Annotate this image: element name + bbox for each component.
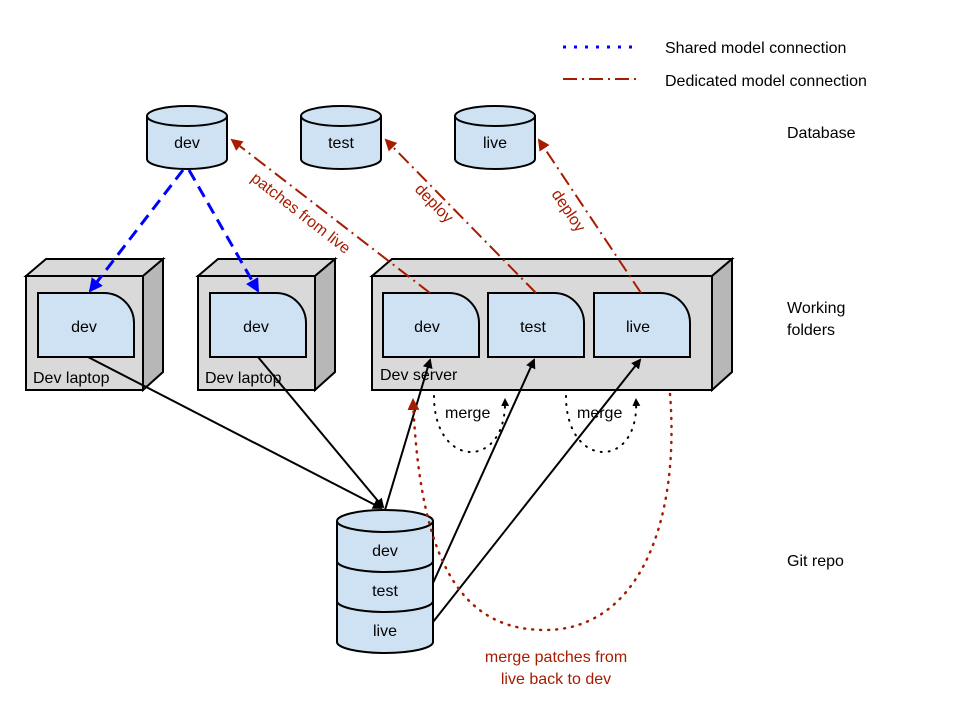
database-dev-label: dev [174, 135, 200, 152]
merge-arc-test-to-live [565, 395, 641, 453]
dedicated-connection-deploy-live [537, 138, 642, 294]
pull-dev-to-server [384, 358, 433, 511]
git-branch-dev[interactable]: dev [372, 543, 398, 560]
edge-label-merge-back-line1: merge patches from [485, 649, 627, 666]
push-laptop2-to-repo [257, 356, 385, 509]
dedicated-connection-patches [230, 138, 431, 294]
legend-dedicated-label: Dedicated model connection [665, 73, 867, 90]
machine-dev-server: Dev server dev test live [369, 256, 735, 393]
folder-dev[interactable]: dev [382, 292, 480, 358]
database-live-label: live [483, 135, 507, 152]
folder-label: dev [414, 319, 440, 336]
git-branch-test[interactable]: test [372, 583, 398, 600]
database-live[interactable]: live [454, 105, 536, 170]
database-dev[interactable]: dev [146, 105, 228, 170]
machine-caption: Dev server [380, 367, 458, 384]
shared-connection-laptop1 [88, 169, 185, 293]
database-test-label: test [328, 135, 354, 152]
folder-dev[interactable]: dev [209, 292, 307, 358]
machine-caption: Dev laptop [205, 370, 282, 387]
git-branch-live[interactable]: live [373, 623, 397, 640]
git-repo: dev test live [336, 509, 434, 654]
folder-test[interactable]: test [487, 292, 585, 358]
merge-arc-dev-to-test [433, 395, 510, 453]
tier-label-git: Git repo [787, 553, 844, 570]
merge-back-arc [407, 392, 673, 632]
tier-label-database: Database [787, 125, 856, 142]
shared-connection-laptop2 [187, 169, 260, 293]
tier-label-working-line1: Working [787, 300, 845, 317]
edge-label-patches-from-live: patches from live [248, 170, 354, 258]
machine-dev-laptop-1: Dev laptop dev [23, 256, 166, 393]
database-test[interactable]: test [300, 105, 382, 170]
edge-label-merge-2: merge [577, 405, 622, 422]
pull-test-to-server [432, 358, 536, 584]
edge-label-merge-1: merge [445, 405, 490, 422]
pull-live-to-server [432, 358, 642, 623]
folder-label: live [626, 319, 650, 336]
dedicated-connection-deploy-test [384, 138, 537, 294]
push-laptop1-to-repo [87, 356, 383, 509]
legend: Shared model connection Dedicated model … [563, 40, 867, 90]
edge-label-deploy-live: deploy [548, 187, 588, 236]
folder-dev[interactable]: dev [37, 292, 135, 358]
folder-label: dev [243, 319, 269, 336]
edge-label-merge-back-line2: live back to dev [501, 671, 611, 688]
tier-label-working-line2: folders [787, 322, 835, 339]
folder-label: dev [71, 319, 97, 336]
machine-dev-laptop-2: Dev laptop dev [195, 256, 338, 393]
machine-caption: Dev laptop [33, 370, 110, 387]
folder-label: test [520, 319, 546, 336]
legend-shared-label: Shared model connection [665, 40, 846, 57]
folder-live[interactable]: live [593, 292, 691, 358]
